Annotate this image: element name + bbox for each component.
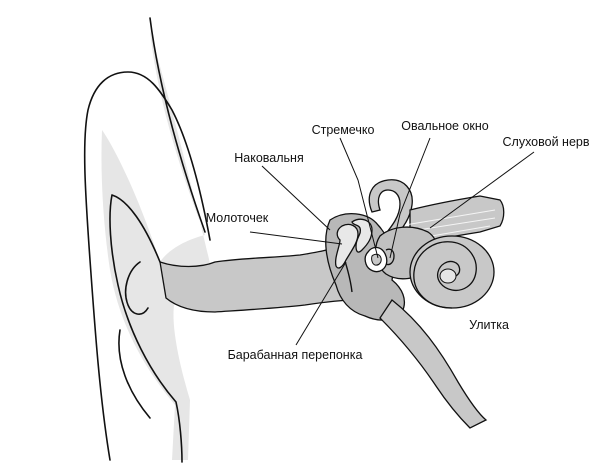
stapes-inner bbox=[371, 253, 382, 266]
leader-incus bbox=[261, 165, 331, 231]
eustachian-tube bbox=[379, 299, 488, 429]
pinna-shading bbox=[101, 30, 215, 460]
pinna-inner-fold bbox=[149, 17, 206, 233]
cochlea-spiral bbox=[413, 241, 477, 309]
incus-bone bbox=[351, 218, 373, 253]
leader-lines bbox=[249, 137, 535, 346]
label-cochlea: Улитка bbox=[469, 318, 509, 332]
pinna-tragus bbox=[118, 329, 151, 419]
leader-malleus bbox=[249, 231, 343, 245]
pinna-concha bbox=[109, 194, 183, 463]
label-incus: Наковальня bbox=[234, 151, 303, 165]
leader-oval-window bbox=[389, 137, 431, 259]
pinna-antitragus bbox=[124, 261, 149, 315]
label-oval-window: Овальное окно bbox=[401, 119, 489, 133]
leader-eardrum bbox=[295, 261, 347, 346]
label-auditory-nerve: Слуховой нерв bbox=[503, 135, 590, 149]
label-eardrum: Барабанная перепонка bbox=[228, 348, 363, 362]
label-malleus: Молоточек bbox=[206, 211, 269, 225]
leader-stapes bbox=[339, 137, 379, 259]
pinna-outline bbox=[83, 71, 211, 461]
oval-window bbox=[385, 248, 395, 266]
malleus-bone bbox=[334, 223, 359, 269]
cochlea-apex bbox=[439, 268, 457, 284]
label-stapes: Стремечко bbox=[312, 123, 375, 137]
leader-auditory-nerve bbox=[429, 151, 535, 229]
